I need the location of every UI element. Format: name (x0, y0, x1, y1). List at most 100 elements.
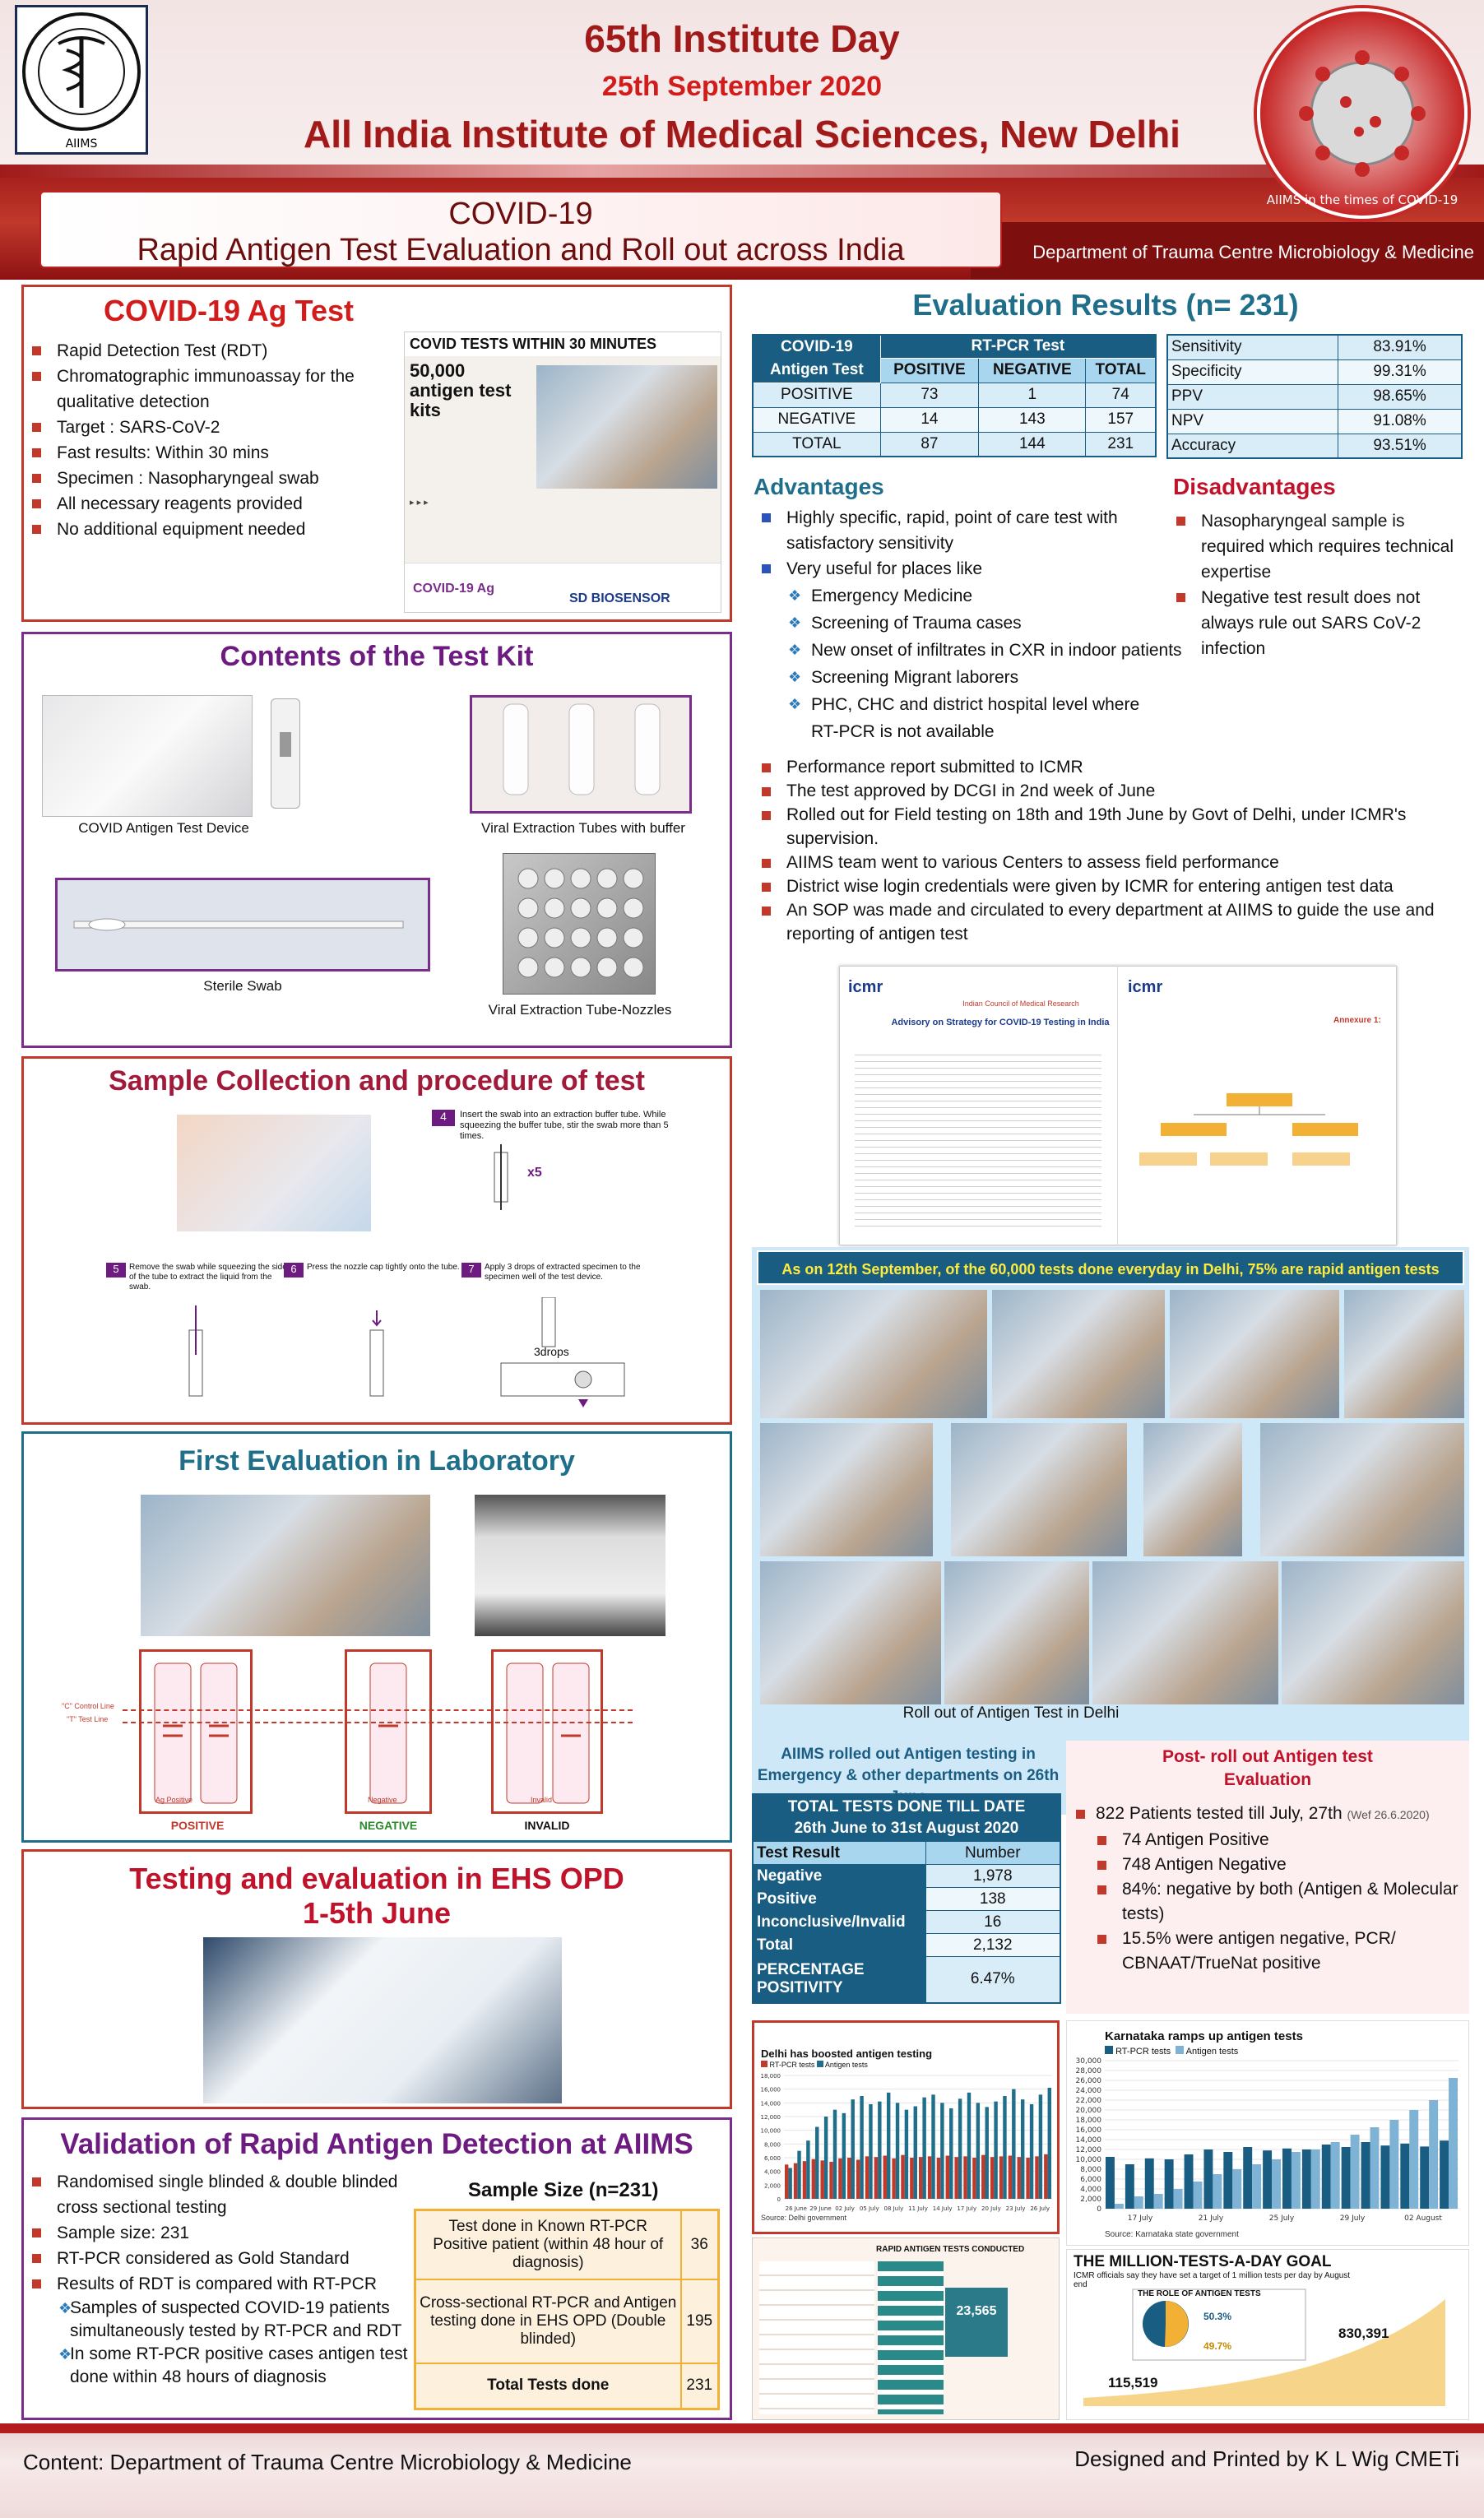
row-head: Negative (752, 1864, 926, 1888)
aiims-rollout-title: AIIMS rolled out Antigen testing in Emer… (757, 1746, 1060, 1806)
bar-antigen (1370, 2127, 1380, 2209)
bar-antigen (976, 2103, 981, 2199)
y-tick-label: 8,000 (1080, 2166, 1101, 2174)
bar-antigen (940, 2103, 944, 2199)
bar-antigen (1232, 2169, 1242, 2209)
cell: 73 (879, 382, 980, 408)
adv-item: Highly specific, rapid, point of care te… (754, 505, 1181, 556)
rollout-photo (1170, 1290, 1339, 1418)
x-tick-label: 29 June (809, 2205, 831, 2212)
sample-size-title: Sample Size (n=231) (468, 2179, 659, 2201)
post-item: 748 Antigen Negative (1089, 1853, 1464, 1877)
col-head: Test Result (752, 1841, 926, 1865)
disadv-item: Nasopharyngeal sample is required which … (1168, 508, 1469, 585)
clipping-notes: ▸ ▸ ▸ (410, 498, 429, 508)
sample-nasal-image (177, 1115, 371, 1231)
x-tick-label: 21 July (1199, 2214, 1224, 2223)
adv-item: Very useful for places like (754, 556, 1181, 582)
legend-swatch-pcr (1105, 2046, 1113, 2054)
kit-title: Contents of the Test Kit (220, 641, 534, 672)
cell: 231 (1085, 431, 1157, 457)
sites-bars (878, 2261, 944, 2414)
kit-swab-image (55, 878, 430, 971)
ehs-panel: Testing and evaluation in EHS OPD 1-5th … (21, 1849, 732, 2109)
bar-antigen (931, 2094, 935, 2199)
icmr-sub: Indian Council of Medical Research (962, 999, 1079, 1008)
rollout-caption: Roll out of Antigen Test in Delhi (902, 1704, 1120, 1722)
delhi-banner: As on 12th September, of the 60,000 test… (757, 1250, 1464, 1285)
metric-value: 93.51% (1338, 433, 1463, 459)
bar-pcr (1282, 2148, 1292, 2209)
svg-text:AIIMS: AIIMS (66, 137, 98, 151)
million-p2: 49.7% (1203, 2340, 1232, 2352)
bar-antigen (1429, 2100, 1439, 2209)
delhi-chart-panel: Delhi has boosted antigen testing RT-PCR… (752, 2020, 1060, 2234)
bar-antigen (842, 2112, 846, 2199)
post-wef: (Wef 26.6.2020) (1347, 1808, 1430, 1821)
validation-panel: Validation of Rapid Antigen Detection at… (21, 2117, 732, 2420)
bar-antigen (1173, 2189, 1183, 2209)
cell: 144 (978, 431, 1087, 457)
lab-photo (141, 1495, 430, 1636)
y-tick-label: 24,000 (1076, 2087, 1102, 2095)
poster-subtitle-box: COVID-19 Rapid Antigen Test Evaluation a… (39, 191, 1002, 268)
bar-antigen (1003, 2096, 1007, 2199)
validation-title: Validation of Rapid Antigen Detection at… (60, 2128, 693, 2160)
results-title: Evaluation Results (n= 231) (912, 288, 1299, 322)
million-panel: THE MILLION-TESTS-A-DAY GOAL ICMR offici… (1066, 2249, 1469, 2420)
c-line-label: "C" Control Line (62, 1702, 114, 1710)
clipping-big: 50,000 antigen test kits (410, 360, 512, 420)
post-item: 84%: negative by both (Antigen & Molecul… (1089, 1877, 1464, 1927)
million-chart (1083, 2288, 1445, 2406)
icmr-doc-lines (855, 1049, 1101, 1230)
million-n1: 830,391 (1338, 2326, 1389, 2341)
rollout-photo (951, 1423, 1127, 1556)
val-item: Results of RDT is compared with RT-PCR (24, 2271, 410, 2297)
adv-sub: New onset of infiltrates in CXR in indoo… (754, 637, 1214, 664)
adv-title: Advantages (754, 474, 884, 499)
covid-badge: AIIMS in the times of COVID-19 (1257, 8, 1468, 219)
footer (0, 2423, 1484, 2518)
bar-antigen (1012, 2089, 1016, 2199)
clipping-kit-box: COVID-19 Ag SD BIOSENSOR (405, 563, 721, 612)
bar-antigen (1252, 2164, 1262, 2209)
legend-ag: Antigen tests (824, 2061, 868, 2069)
bar-pcr (856, 2159, 860, 2199)
y-tick-label: 8,000 (764, 2141, 781, 2148)
pos-device (139, 1649, 253, 1814)
bar-pcr (1203, 2149, 1213, 2209)
corner-2: Antigen Test (770, 361, 864, 379)
dept-label: Department of Trauma Centre Microbiology… (1032, 242, 1474, 262)
bar-antigen (1213, 2174, 1222, 2209)
legend-pcr: RT-PCR tests (769, 2061, 815, 2069)
bar-pcr (901, 2154, 905, 2199)
disadv-title: Disadvantages (1173, 474, 1336, 499)
corner-1: COVID-19 (781, 338, 853, 356)
sample-desc: Cross-sectional RT-PCR and Antigen testi… (414, 2278, 682, 2364)
metric-value: 83.91% (1338, 334, 1463, 360)
rollout-photo (1143, 1423, 1242, 1556)
bar-antigen (860, 2096, 864, 2199)
x5-label: x5 (527, 1166, 542, 1180)
bar-antigen (1038, 2094, 1043, 2199)
t-line-label: "T" Test Line (67, 1715, 109, 1723)
metric-value: 91.08% (1338, 408, 1463, 434)
cell: 2,132 (925, 1933, 1061, 1957)
bar-antigen (1114, 2204, 1124, 2209)
step-7-text: Apply 3 drops of extracted specimen to t… (485, 1263, 641, 1282)
post-item: 74 Antigen Positive (1089, 1828, 1464, 1853)
bar-antigen (1409, 2110, 1419, 2209)
row-head: NEGATIVE (752, 406, 881, 433)
adv-sub: PHC, CHC and district hospital level whe… (754, 691, 1140, 745)
bar-antigen (994, 2101, 998, 2199)
icmr-logo: icmr (848, 978, 883, 996)
kar-chart-title: Karnataka ramps up antigen tests (1105, 2029, 1303, 2043)
bar-antigen (851, 2099, 855, 2199)
x-tick-label: 17 July (1128, 2214, 1153, 2223)
bar-pcr (1301, 2149, 1311, 2209)
x-tick-label: 20 July (981, 2205, 1001, 2212)
x-tick-label: 25 July (1269, 2214, 1295, 2223)
bar-pcr (945, 2155, 950, 2199)
rollout-item: District wise login credentials were giv… (754, 874, 1469, 898)
bar-pcr (838, 2158, 842, 2199)
